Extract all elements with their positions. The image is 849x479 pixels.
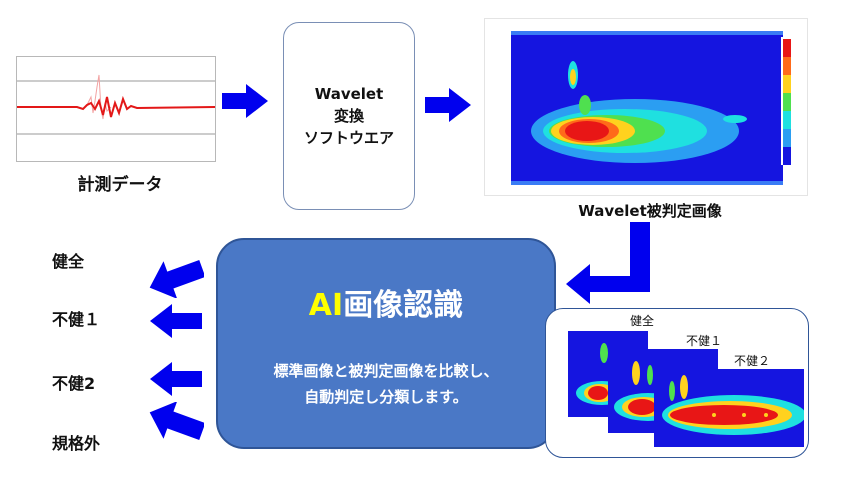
measurement-data-label: 計測データ — [77, 175, 163, 195]
result-defect-2: 不健2 — [52, 374, 96, 393]
ai-box-title: AI画像認識 — [218, 280, 554, 324]
comparison-label-healthy: 健全 — [626, 313, 659, 329]
wavelet-image-label: Wavelet被判定画像 — [578, 202, 722, 220]
wavelet-software-box: Wavelet 変換 ソフトウエア — [283, 22, 415, 210]
result-healthy: 健全 — [52, 252, 85, 271]
reference-image-comparison-box: 健全 不健１ 不健２ — [545, 308, 809, 458]
measurement-signal-panel — [16, 56, 216, 162]
result-out-of-spec: 規格外 — [52, 434, 101, 453]
arrow-right-icon — [425, 88, 471, 122]
ai-title-highlight: AI — [308, 288, 344, 323]
ai-description-line-2: 自動判定し分類します。 — [304, 388, 468, 406]
ai-image-recognition-box: AI画像認識 標準画像と被判定画像を比較し、 自動判定し分類します。 — [216, 238, 556, 449]
result-defect-1: 不健１ — [52, 310, 101, 329]
wavelet-scalogram-image — [484, 18, 808, 196]
arrow-up-left-icon — [149, 259, 204, 298]
arrow-down-left-icon — [149, 402, 204, 441]
ai-description-line-1: 標準画像と被判定画像を比較し、 — [273, 362, 499, 380]
ai-title-text: 画像認識 — [343, 288, 464, 323]
comparison-label-defect-2: 不健２ — [730, 353, 775, 369]
reference-image-defect-2 — [654, 369, 804, 447]
arrow-left-icon — [150, 304, 202, 338]
scalogram-heatmap — [511, 31, 793, 185]
arrow-left-icon — [150, 362, 202, 396]
comparison-label-defect-1: 不健１ — [682, 333, 727, 349]
software-line-1: Wavelet — [314, 85, 384, 103]
arrow-right-icon — [222, 84, 268, 118]
arrow-down-left-icon — [566, 222, 650, 304]
software-line-2: 変換 — [333, 107, 364, 125]
software-line-3: ソフトウエア — [303, 129, 394, 147]
waveform-plot — [17, 74, 216, 135]
